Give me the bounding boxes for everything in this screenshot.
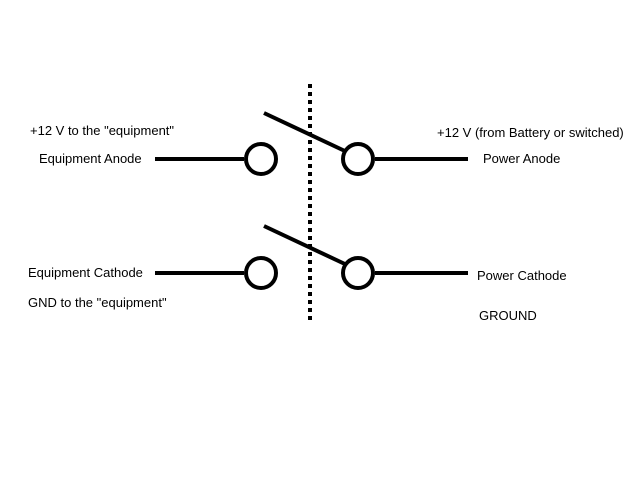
power-cathode-terminal [341, 256, 375, 290]
equipment-cathode-label: Equipment Cathode [28, 265, 143, 280]
equipment-cathode-terminal [244, 256, 278, 290]
power-anode-terminal [341, 142, 375, 176]
equipment-anode-label: Equipment Anode [39, 151, 142, 166]
equipment-ground-label: GND to the "equipment" [28, 295, 167, 310]
equipment-anode-terminal [244, 142, 278, 176]
equipment-positive-label: +12 V to the "equipment" [30, 123, 174, 138]
power-ground-label: GROUND [479, 308, 537, 323]
power-cathode-label: Power Cathode [477, 268, 567, 283]
power-anode-label: Power Anode [483, 151, 560, 166]
anode-switch-lever [263, 111, 348, 154]
power-positive-label: +12 V (from Battery or switched) [437, 125, 624, 140]
cathode-switch [155, 224, 468, 290]
cathode-switch-lever [263, 224, 348, 267]
anode-switch [155, 111, 468, 176]
